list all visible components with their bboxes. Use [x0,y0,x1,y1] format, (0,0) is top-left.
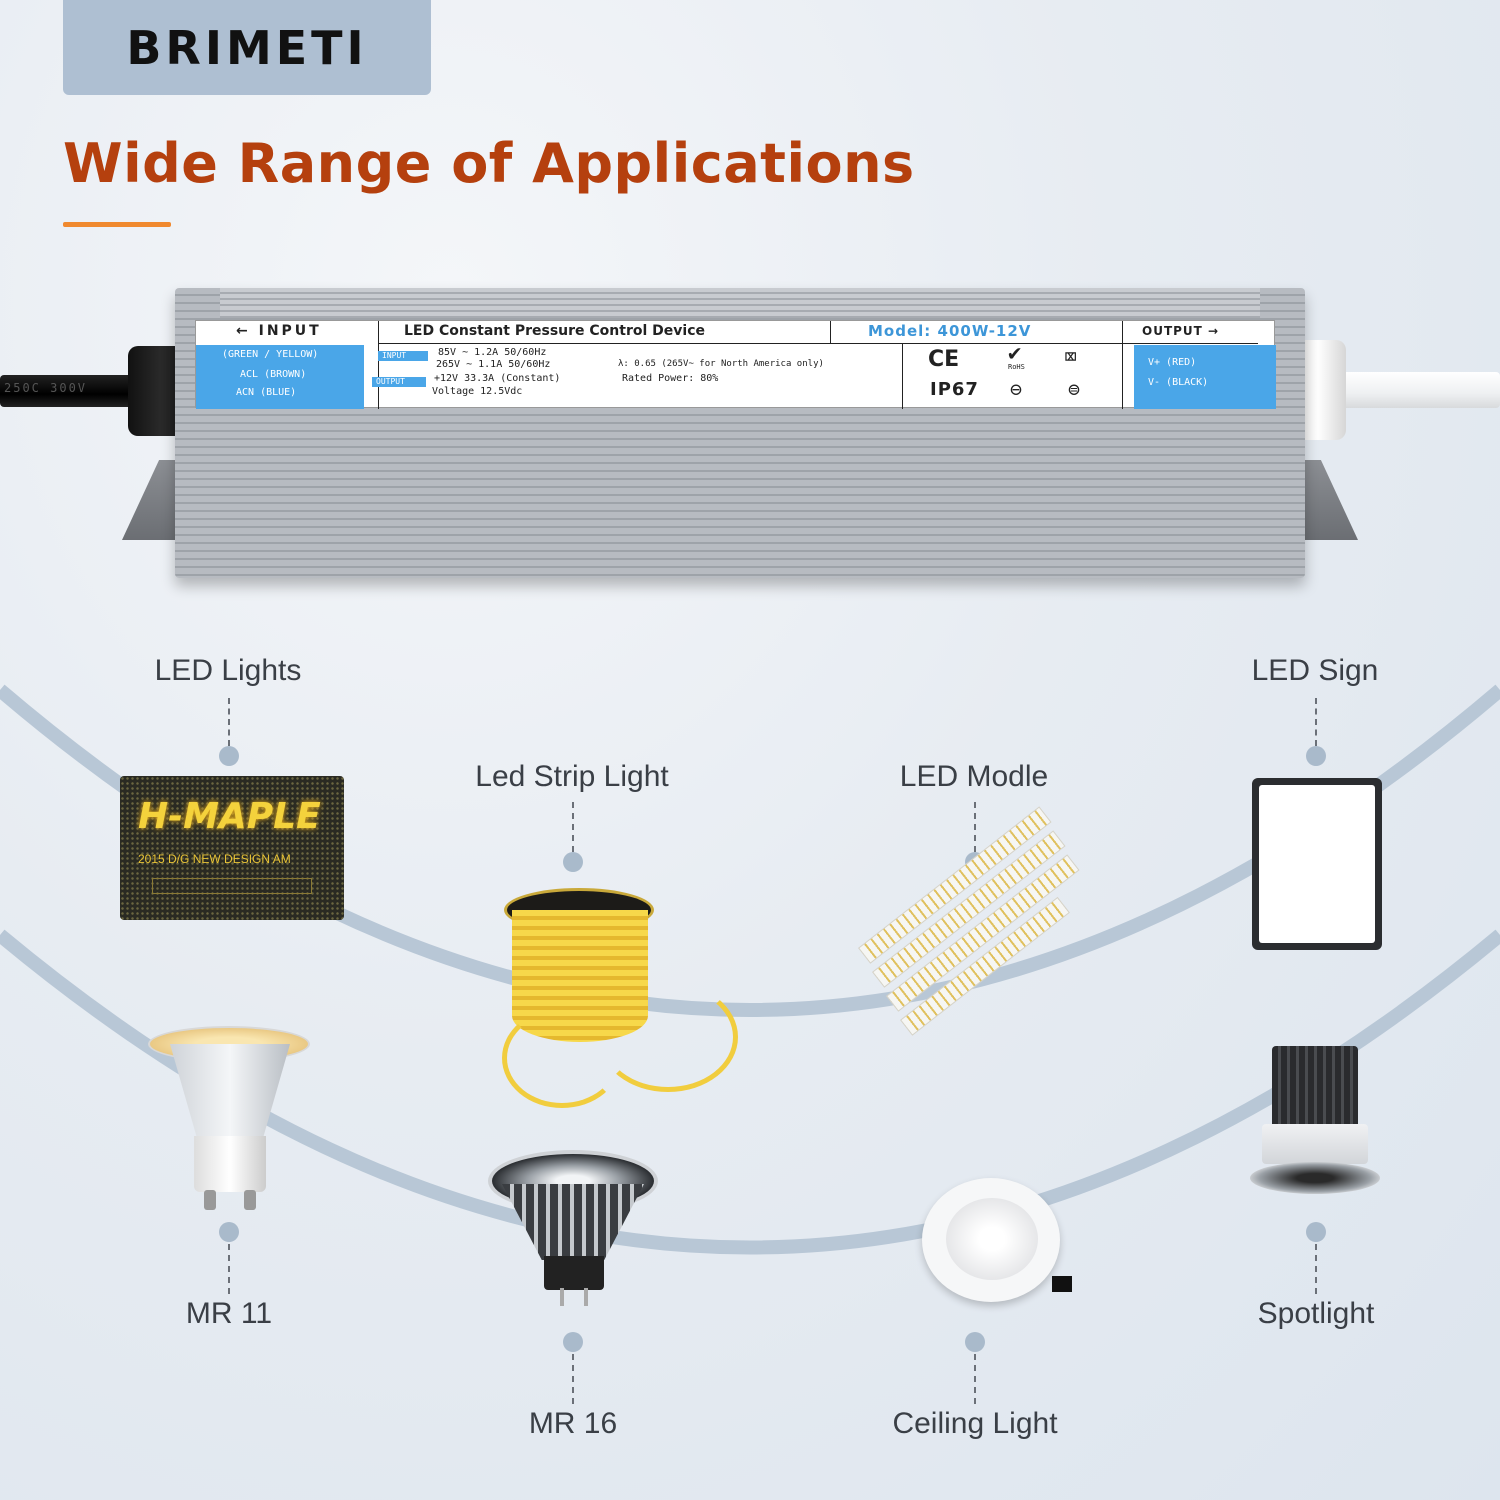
label-led-sign: LED Sign [1251,654,1379,687]
connector-line [974,802,976,852]
lamp-icon: ⊖ [1010,377,1023,401]
wire-acn: ACN (BLUE) [236,387,297,398]
connector-line [228,1244,230,1294]
connector-dot [563,852,583,872]
driver-housing-top [220,288,1260,318]
label-spotlight: Spotlight [1257,1297,1375,1330]
sign-board-strip [152,878,312,894]
device-title: LED Constant Pressure Control Device [404,323,705,339]
connector-line [974,1354,976,1404]
connector-line [572,802,574,852]
connector-dot [1306,1222,1326,1242]
class-icon: ⊜ [1068,377,1081,401]
output-arrow-icon: → [1202,324,1220,338]
led-sign-board: H-MAPLE 2015 D/G NEW DESIGN AM [120,776,344,920]
led-sign-panel [1252,778,1382,950]
model-number: Model: 400W-12V [868,322,1032,340]
sign-board-title: H-MAPLE [138,796,321,837]
sign-board-subtitle: 2015 D/G NEW DESIGN AM [138,852,291,866]
wire-negative: V- (BLACK) [1148,377,1209,388]
connector-line [572,1354,574,1404]
page-title: Wide Range of Applications [63,132,915,195]
mr16-bulb [488,1150,660,1306]
spec-line-2: 265V ~ 1.1A 50/60Hz [436,359,551,370]
connector-dot [219,1222,239,1242]
spotlight [1248,1046,1382,1196]
connector-line [1315,698,1317,746]
divider [378,321,379,409]
efficiency-line: Rated Power: 80% [622,373,719,384]
label-mr11: MR 11 [185,1297,273,1330]
weee-bin-icon: ⌧ [1064,345,1078,370]
input-wire-box: (GREEN / YELLOW) ACL (BROWN) ACN (BLUE) [196,345,364,409]
pf-line: λ: 0.65 (265V~ for North America only) [618,359,824,369]
label-led-strip: Led Strip Light [475,760,669,793]
input-header: ← INPUT [236,323,322,339]
check-icon: ✔ [1008,341,1022,366]
connector-dot [563,1332,583,1352]
connector-dot [965,1332,985,1352]
rohs-mark: RoHS [1008,363,1025,371]
led-strip-reel [498,888,738,1116]
spec-line-4: Voltage 12.5Vdc [432,386,523,397]
input-tag: INPUT [378,351,428,361]
label-led-module: LED Modle [899,760,1049,793]
led-driver-device: 250C 300V ← INPUT (GREEN / YELLOW) ACL (… [0,280,1500,590]
connector-line [228,698,230,746]
ce-mark: CE [928,347,960,372]
wire-acl: ACL (BROWN) [240,369,307,380]
connector-line [1315,1244,1317,1294]
spec-line-3: +12V 33.3A (Constant) [434,373,561,384]
spec-line-1: 85V ~ 1.2A 50/60Hz [438,347,547,358]
led-module-strips [858,806,1080,1056]
connector-dot [1306,746,1326,766]
ip-rating: IP67 [930,379,979,400]
divider [830,321,831,343]
label-ceiling-light: Ceiling Light [892,1407,1058,1440]
divider [378,343,1258,344]
title-underline [63,222,171,227]
input-arrow-icon: ← [236,323,259,339]
spec-label: ← INPUT (GREEN / YELLOW) ACL (BROWN) ACN… [195,320,1276,409]
output-cable [1320,372,1500,408]
cable-print: 250C 300V [4,381,88,395]
brand-logo-box: BRIMETI [63,0,431,95]
output-tag: OUTPUT [372,377,426,387]
wire-positive: V+ (RED) [1148,357,1197,368]
output-header: OUTPUT → [1142,324,1220,338]
label-mr16: MR 16 [528,1407,618,1440]
divider [1122,321,1123,409]
wire-ground: (GREEN / YELLOW) [222,349,319,360]
divider [902,343,903,409]
mr11-bulb [148,1026,314,1212]
label-led-lights: LED Lights [154,654,302,687]
ceiling-light [912,1168,1076,1310]
brand-logo: BRIMETI [126,20,368,75]
output-wire-box: V+ (RED) V- (BLACK) [1134,345,1276,409]
connector-dot [219,746,239,766]
